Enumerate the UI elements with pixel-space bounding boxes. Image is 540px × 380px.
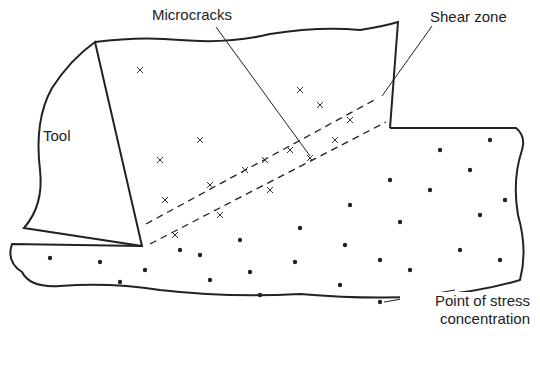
- microcrack-mark: [242, 167, 248, 173]
- stress-point: [343, 243, 347, 247]
- stress-point: [498, 258, 502, 262]
- microcrack-mark: [287, 147, 293, 153]
- microcrack-mark: [347, 117, 353, 123]
- stress-point: [488, 138, 492, 142]
- stress-point: [238, 238, 242, 242]
- microcrack-mark: [317, 102, 323, 108]
- shear-zone-line: [146, 98, 378, 224]
- stress-point: [503, 198, 507, 202]
- microcrack-mark: [172, 232, 178, 238]
- stress-point: [388, 178, 392, 182]
- microcrack-mark: [162, 197, 168, 203]
- stress-point: [118, 280, 122, 284]
- stress-point: [198, 253, 202, 257]
- stress-point: [378, 300, 382, 304]
- stress-point: [298, 226, 302, 230]
- microcrack-mark: [197, 137, 203, 143]
- microcrack-mark: [332, 137, 338, 143]
- cutting-tool: Tool: [10, 35, 150, 255]
- stress-point: [248, 270, 252, 274]
- microcrack-mark: [307, 155, 313, 161]
- stress-point: [98, 260, 102, 264]
- stress-point: [293, 260, 297, 264]
- stress-point: [408, 268, 412, 272]
- microcrack-mark: [262, 157, 268, 163]
- stress-point: [398, 220, 402, 224]
- microcrack-mark: [217, 212, 223, 218]
- stress-point: [178, 248, 182, 252]
- tool-label: Tool: [43, 127, 71, 145]
- microcrack-mark: [207, 182, 213, 188]
- tool-shape: [10, 35, 150, 255]
- microcrack-mark: [137, 67, 143, 73]
- leader-line: [216, 27, 310, 156]
- microcrack-mark: [267, 187, 273, 193]
- leader-line: [382, 26, 432, 96]
- stress-point: [48, 256, 52, 260]
- microcrack-marks: [137, 67, 353, 238]
- stress-point: [338, 283, 342, 287]
- stress-point: [348, 203, 352, 207]
- microcrack-mark: [297, 87, 303, 93]
- stress-point: [378, 258, 382, 262]
- stress-point: [478, 213, 482, 217]
- part-label: Microcracks: [150, 6, 234, 24]
- stress-point: [458, 248, 462, 252]
- stress-point: [208, 278, 212, 282]
- stress-point: [468, 168, 472, 172]
- microcrack-mark: [157, 157, 163, 163]
- part-label: Point of stress concentration: [400, 292, 532, 328]
- shear-zone-line: [150, 122, 386, 244]
- part-label: Shear zone: [428, 8, 509, 26]
- stress-point: [258, 293, 262, 297]
- stress-point: [438, 148, 442, 152]
- stress-point: [143, 268, 147, 272]
- stress-point: [428, 188, 432, 192]
